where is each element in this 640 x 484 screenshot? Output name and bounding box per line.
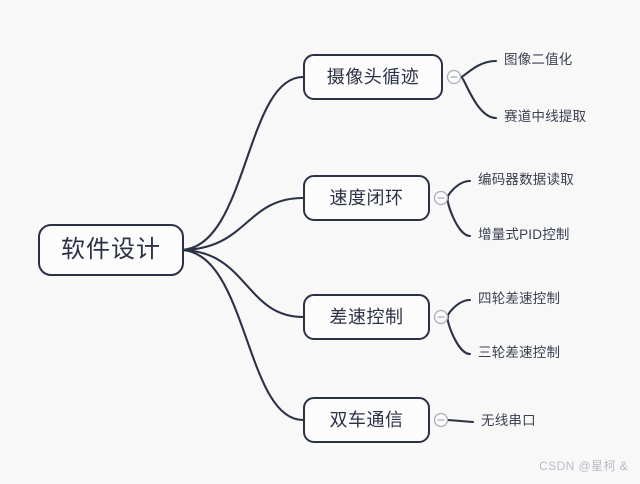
branch-node-0[interactable]: 摄像头循迹	[303, 54, 443, 100]
leaf-label-1-1[interactable]: 增量式PID控制	[478, 227, 570, 242]
edge-branch-to-leaf-0-0	[459, 59, 498, 79]
branch-node-2[interactable]: 差速控制	[303, 294, 430, 340]
edge-branch-to-leaf-1-0	[446, 179, 472, 200]
edge-root-to-branch-3	[178, 248, 305, 422]
branch-node-3[interactable]: 双车通信	[303, 397, 430, 443]
branch-node-3-label: 双车通信	[329, 410, 404, 430]
branch-node-0-label: 摄像头循迹	[326, 67, 420, 87]
edge-branch-to-leaf-3-0	[446, 418, 475, 424]
leaf-label-0-1[interactable]: 赛道中线提取	[504, 109, 587, 124]
leaf-label-2-1[interactable]: 三轮差速控制	[478, 345, 561, 360]
collapse-toggle-hit-0[interactable]	[446, 69, 462, 85]
branch-node-1-label: 速度闭环	[329, 188, 404, 208]
edge-branch-to-leaf-2-0	[446, 298, 472, 319]
leaf-label-3-0[interactable]: 无线串口	[481, 413, 536, 428]
edge-root-to-branch-2	[178, 248, 305, 319]
collapse-toggle-1[interactable]	[433, 190, 449, 206]
collapse-toggle-hit-3[interactable]	[433, 412, 449, 428]
leaf-label-2-0[interactable]: 四轮差速控制	[478, 291, 561, 306]
branch-node-1[interactable]: 速度闭环	[303, 175, 430, 221]
edge-branch-to-leaf-0-1	[459, 75, 498, 120]
edge-root-to-branch-0	[178, 75, 305, 252]
branch-node-2-label: 差速控制	[329, 307, 404, 327]
collapse-toggle-3[interactable]	[433, 412, 449, 428]
root-node-label: 软件设计	[61, 236, 161, 263]
collapse-toggle-hit-1[interactable]	[433, 190, 449, 206]
leaf-label-0-0[interactable]: 图像二值化	[504, 52, 573, 67]
leaf-label-1-0[interactable]: 编码器数据读取	[478, 172, 574, 187]
watermark: CSDN @星柯 &	[539, 459, 628, 473]
edge-branch-to-leaf-2-1	[446, 315, 472, 356]
root-node[interactable]: 软件设计	[38, 224, 184, 276]
collapse-toggle-hit-2[interactable]	[433, 309, 449, 325]
collapse-toggle-0[interactable]	[446, 69, 462, 85]
edge-branch-to-leaf-1-1	[446, 196, 472, 238]
edge-root-to-branch-1	[178, 196, 305, 252]
collapse-toggle-2[interactable]	[433, 309, 449, 325]
